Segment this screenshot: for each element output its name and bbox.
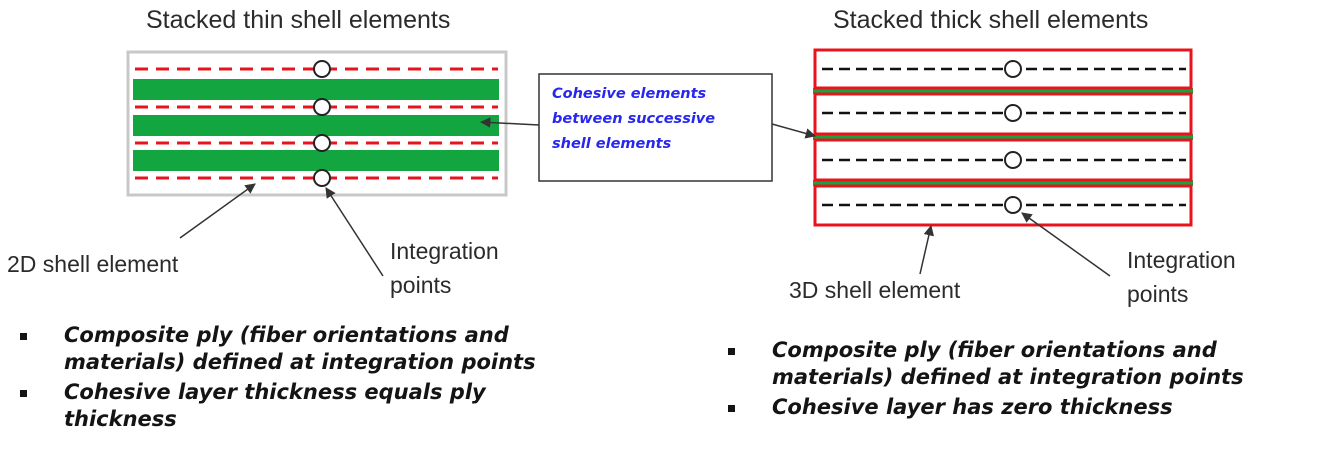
integration-point	[1004, 104, 1022, 122]
thick-shell-element	[813, 138, 1193, 182]
left-integration-label: Integration points	[390, 238, 499, 298]
integration-arrow-left	[325, 187, 384, 277]
right-bullet-list: Composite ply (fiber orientations and ma…	[724, 337, 1324, 424]
bullet-text: Composite ply (fiber orientations and ma…	[772, 338, 1244, 389]
integration-point	[1004, 196, 1022, 214]
bullet-item: Cohesive layer thickness equals ply thic…	[16, 379, 536, 433]
thick-cohesive-interface	[813, 180, 1193, 186]
bullet-marker	[20, 333, 27, 340]
bullet-marker	[20, 390, 27, 397]
integration-point	[313, 98, 331, 116]
left-title: Stacked thin shell elements	[146, 6, 451, 34]
right-shell-label: 3D shell element	[789, 277, 961, 303]
thick-cohesive-interface	[813, 88, 1193, 94]
integration-point	[313, 169, 331, 187]
callout-box	[538, 73, 773, 182]
integration-point	[1004, 151, 1022, 169]
thin-cohesive-layer	[133, 115, 499, 136]
right-integration-label: Integration points	[1127, 247, 1236, 307]
thick-shell-stack	[813, 48, 1193, 227]
thin-shell-stack	[126, 50, 508, 197]
integration-arrow-right	[1021, 212, 1111, 277]
thin-cohesive-layer	[133, 79, 499, 100]
right-title: Stacked thick shell elements	[833, 6, 1149, 34]
thick-shell-element	[813, 184, 1193, 227]
bullet-text: Cohesive layer thickness equals ply thic…	[64, 380, 486, 431]
bullet-item: Composite ply (fiber orientations and ma…	[16, 322, 536, 376]
bullet-marker	[728, 348, 735, 355]
shell-arrow-right	[919, 224, 935, 275]
bullet-text: Cohesive layer has zero thickness	[772, 395, 1173, 419]
callout-arrow-left	[479, 117, 540, 128]
thick-shell-element	[813, 48, 1193, 90]
bullet-item: Cohesive layer has zero thickness	[724, 394, 1324, 421]
thin-cohesive-layer	[133, 150, 499, 171]
bullet-marker	[728, 405, 735, 412]
callout-text: Cohesive elements between successive she…	[552, 86, 716, 152]
integration-point	[313, 60, 331, 78]
callout-arrow-right	[771, 123, 817, 139]
integration-point	[313, 134, 331, 152]
thick-shell-element	[813, 92, 1193, 136]
thick-cohesive-interface	[813, 134, 1193, 140]
bullet-text: Composite ply (fiber orientations and ma…	[64, 323, 536, 374]
integration-point	[1004, 60, 1022, 78]
left-bullet-list: Composite ply (fiber orientations and ma…	[16, 322, 536, 436]
bullet-item: Composite ply (fiber orientations and ma…	[724, 337, 1324, 391]
left-shell-label: 2D shell element	[7, 251, 179, 277]
shell-arrow-left	[179, 183, 256, 239]
